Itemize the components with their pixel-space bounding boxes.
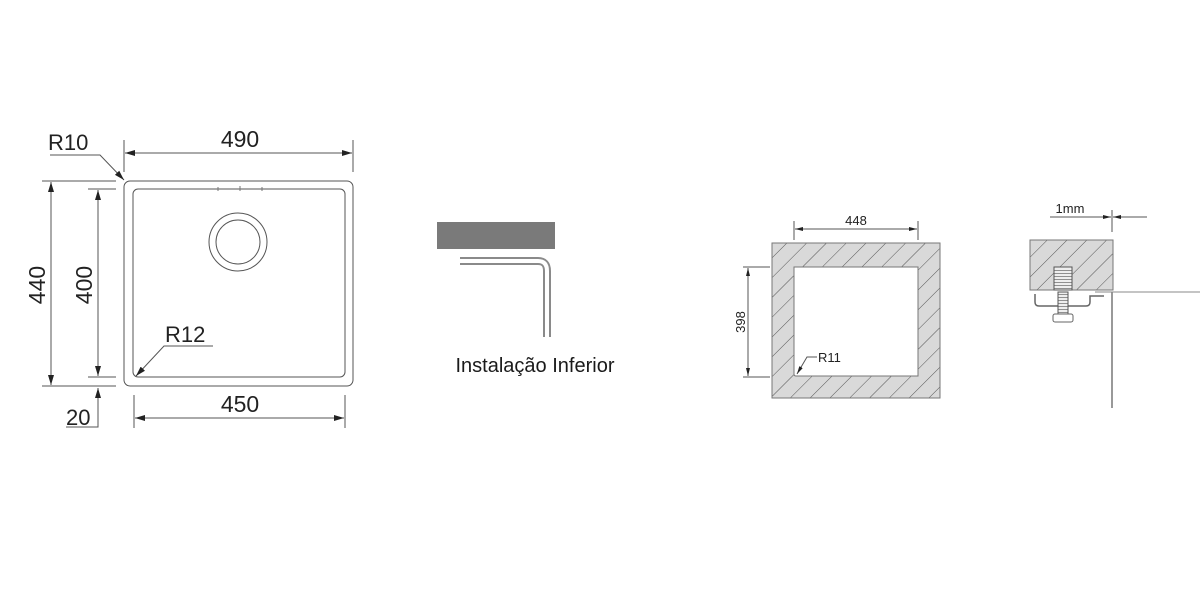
dim-offset: 20 [66,405,90,430]
sink-outer-outline [123,180,354,387]
leader-line-r12 [135,345,213,377]
dim-width-outer: 490 [221,126,259,152]
countertop-slab [437,222,555,249]
dim-height-inner: 400 [71,266,97,304]
leader-line-r11 [796,356,817,375]
mounting-clip [1034,294,1104,307]
dim-width-inner: 450 [221,391,259,417]
clip-bolt [1057,291,1069,315]
dim-cutout-height: 398 [733,311,748,333]
sink-edge-profile [460,257,551,337]
installation-label: Instalação Inferior [456,355,615,377]
drain-outer-ring [208,212,268,272]
bolt-head [1052,313,1074,323]
sink-top-view: 490 R10 440 400 20 450 R12 [24,126,354,430]
dim-radius-outer: R10 [48,130,88,155]
sink-inner-outline [132,188,346,378]
sink-edge-profile-inner [460,259,549,337]
dim-radius-inner: R12 [165,322,205,347]
leader-line-r10 [50,154,125,181]
dim-cutout-radius: R11 [818,350,841,365]
dim-height-outer: 440 [24,266,50,304]
dim-cutout-width: 448 [845,213,867,228]
dim-gap: 1mm [1056,201,1085,216]
cutout-hatched-frame [771,242,941,399]
undermount-installation-icon: Instalação Inferior [437,222,615,377]
drain-inner-ring [215,219,261,265]
mounting-section-detail: 1mm [1029,201,1200,408]
threaded-insert [1053,266,1073,291]
overflow-marks [217,186,263,191]
leader-line-20 [66,388,101,428]
cutout-template: 448 398 R11 [733,213,941,399]
